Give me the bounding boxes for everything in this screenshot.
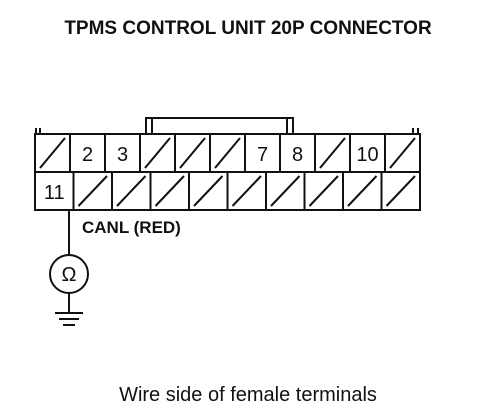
test-circuit [49,210,89,326]
empty-cavity-mark [389,137,416,169]
pin-number: 2 [82,144,93,166]
empty-cavity-mark [385,175,416,207]
empty-cavity-mark [116,175,147,207]
empty-cavity-mark [39,137,66,169]
empty-cavity-mark [179,137,206,169]
diagram-title: TPMS CONTROL UNIT 20P CONNECTOR [64,18,432,39]
wire-label: CANL (RED) [82,218,181,237]
pin-number: 7 [257,144,268,166]
empty-cavity-mark [154,175,185,207]
empty-cavity-mark [77,175,108,207]
empty-cavity-mark [193,175,224,207]
empty-cavity-mark [319,137,346,169]
connector-lock-tab [145,117,294,134]
connector-top-row: 2 3 7 8 10 [39,134,416,172]
empty-cavity-mark [347,175,378,207]
pin-number: 3 [117,144,128,166]
empty-cavity-mark [270,175,301,207]
empty-cavity-mark [231,175,262,207]
empty-cavity-mark [144,137,171,169]
ground-icon [55,312,83,326]
ohm-symbol: Ω [62,264,77,286]
diagram-caption: Wire side of female terminals [119,384,377,406]
pin-number: 11 [44,182,65,204]
empty-cavity-mark [214,137,241,169]
pin-number: 10 [356,144,378,166]
pin-number: 8 [292,144,303,166]
empty-cavity-mark [308,175,339,207]
connector-bottom-row: 11 [44,172,416,210]
